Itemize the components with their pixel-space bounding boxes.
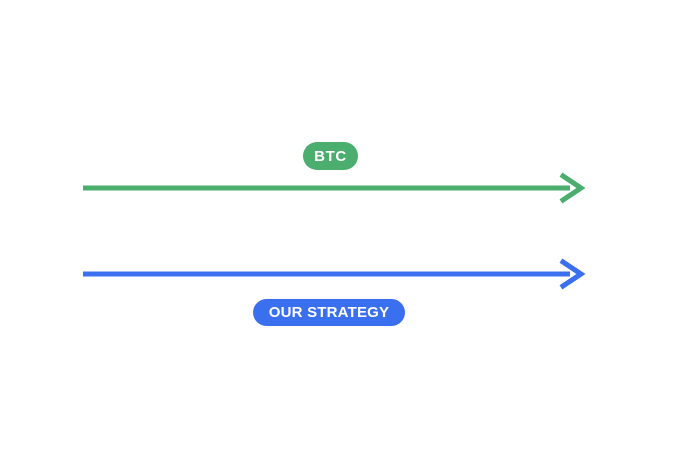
strategy-arrow-head-icon xyxy=(559,258,586,290)
our-strategy-label-badge: OUR STRATEGY xyxy=(253,299,405,326)
strategy-arrow xyxy=(83,258,586,290)
btc-arrow xyxy=(83,172,586,204)
btc-arrow-head-icon xyxy=(559,172,586,204)
btc-label-badge: BTC xyxy=(303,142,358,170)
